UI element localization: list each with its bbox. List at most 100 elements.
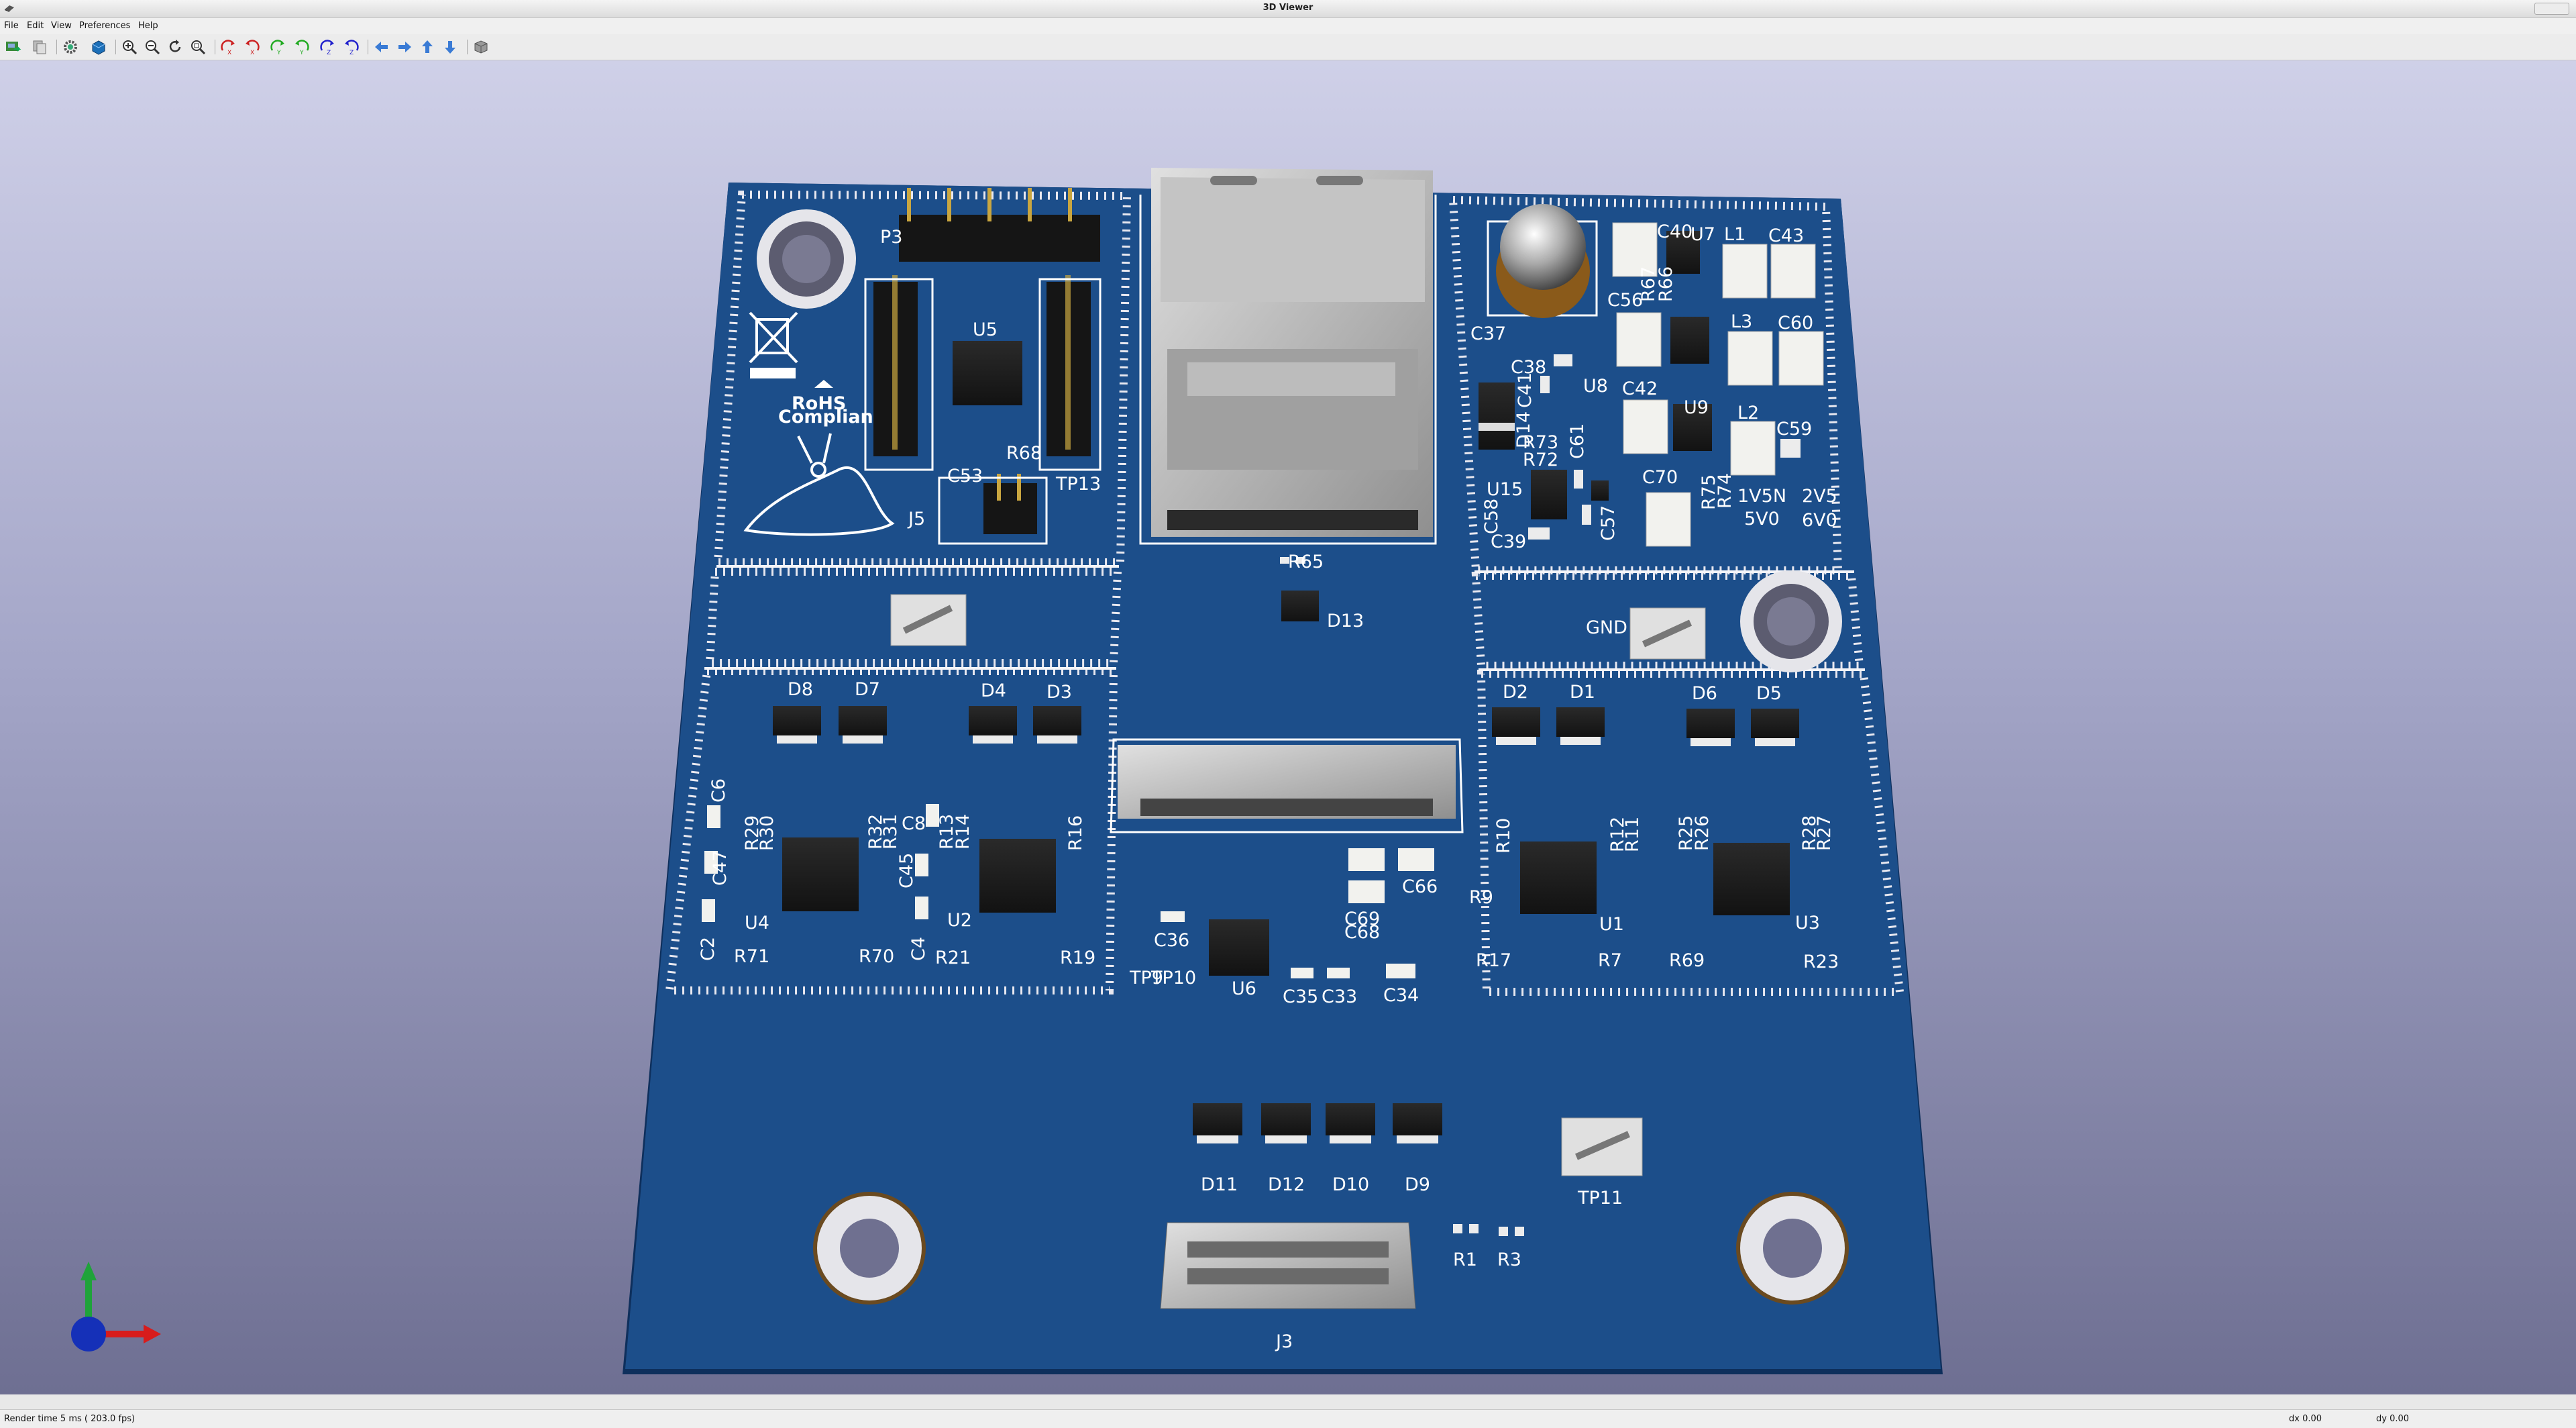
label-J5: J5 [907,509,925,529]
label-R11: R11 [1622,817,1643,852]
label-R29: R29 [742,815,763,851]
rotate-y-cw-button[interactable]: Y [268,37,288,57]
svg-text:Y: Y [299,50,304,56]
copy-image-button[interactable] [30,37,50,57]
rotate-z-ccw-button[interactable]: Z [341,37,361,57]
zoom-out-button[interactable] [142,37,162,57]
small-passives-right [1528,354,1801,540]
label-D10: D10 [1332,1174,1369,1195]
redraw-icon [169,40,181,52]
label-R75: R75 [1699,474,1719,510]
rotate-z-cw-button[interactable]: Z [318,37,338,57]
label-L3: L3 [1731,311,1752,332]
rotate-y-ccw-button[interactable]: Y [291,37,311,57]
label-C40: C40 [1657,221,1693,242]
label-R27: R27 [1814,815,1835,851]
zoom-in-button[interactable] [119,37,140,57]
label-R9: R9 [1469,887,1493,908]
pan-left-icon [375,42,388,52]
settings-button[interactable] [60,37,80,57]
label-R32: R32 [865,814,886,850]
electrolytic-capacitor-c37 [1487,204,1598,318]
label-1V5N: 1V5N [1737,486,1786,507]
app-icon [5,5,14,12]
label-C53: C53 [947,466,983,487]
window-title: 3D Viewer [1263,3,1313,13]
pan-right-button[interactable] [394,37,415,57]
pan-left-button[interactable] [372,37,392,57]
label-R10: R10 [1493,818,1514,854]
label-R71: R71 [734,946,769,967]
connector-j3 [1160,1222,1416,1309]
pan-up-icon [422,40,433,53]
label-R73: R73 [1523,432,1558,453]
menu-view[interactable]: View [51,21,72,31]
zoom-fit-button[interactable] [188,37,208,57]
power-ics [1479,231,1712,519]
label-TP10: TP10 [1150,968,1196,988]
dy-readout: dy 0.00 [2376,1414,2410,1424]
menu-edit[interactable]: Edit [27,21,44,31]
label-R72: R72 [1523,450,1558,470]
pan-down-icon [445,41,455,54]
svg-text:Y: Y [276,50,281,56]
menu-help[interactable]: Help [138,21,158,31]
export-image-button[interactable] [3,37,23,57]
label-C60: C60 [1778,313,1813,334]
axis-indicator-icon [71,1262,161,1352]
label-C45: C45 [896,853,917,888]
label-U8: U8 [1583,376,1608,397]
label-R67: R67 [1638,266,1659,302]
rotate-x-ccw-button[interactable]: X [241,37,262,57]
toggle-ortho-button[interactable] [471,37,491,57]
label-TP13: TP13 [1055,474,1101,495]
zoom-in-icon [123,40,138,55]
label-C43: C43 [1768,225,1804,246]
label-C39: C39 [1491,531,1526,552]
compliant-text: Compliant [778,407,882,427]
label-R19: R19 [1060,948,1095,968]
label-C68: C68 [1344,922,1380,943]
label-U7: U7 [1690,224,1715,245]
pan-up-button[interactable] [417,37,437,57]
label-C4: C4 [908,937,929,961]
rotate-z-cw-icon: Z [320,40,334,56]
label-D6: D6 [1692,683,1717,704]
label-C41: C41 [1515,372,1536,408]
label-D14: D14 [1513,411,1534,448]
label-TP9: TP9 [1129,968,1163,988]
svg-text:Z: Z [350,50,354,56]
rotate-x-cw-button[interactable]: X [219,37,239,57]
label-2V5: 2V5 [1802,486,1837,507]
label-R28: R28 [1799,815,1820,851]
zoom-out-icon [146,40,160,55]
label-L2: L2 [1737,403,1759,423]
label-C56: C56 [1607,290,1643,311]
menu-bar: File Edit View Preferences Help [0,18,2576,34]
label-R68: R68 [1006,443,1042,464]
redraw-button[interactable] [165,37,185,57]
label-R69: R69 [1669,950,1705,971]
toolbar: X X Y Y Z Z [0,34,2576,60]
zoom-fit-icon [191,40,206,55]
toggle-ortho-icon [474,40,488,54]
label-D7: D7 [855,679,880,700]
label-R3: R3 [1497,1250,1521,1270]
label-D5: D5 [1756,683,1782,704]
pan-down-button[interactable] [440,37,460,57]
label-R16: R16 [1065,815,1086,851]
rotate-y-ccw-icon: Y [295,40,309,56]
label-C42: C42 [1622,378,1658,399]
board-view-button[interactable] [89,37,109,57]
menu-preferences[interactable]: Preferences [79,21,131,31]
label-R7: R7 [1598,950,1622,971]
label-D13: D13 [1327,611,1364,631]
3d-viewport[interactable]: RoHS Compliant [0,60,2576,1394]
test-point-block [890,594,1706,1176]
svg-text:X: X [227,50,231,56]
title-bar: 3D Viewer [0,0,2576,18]
r1-r3 [1453,1224,1524,1236]
maximize-button[interactable] [2534,3,2569,15]
menu-file[interactable]: File [4,21,19,31]
label-C35: C35 [1283,986,1318,1007]
